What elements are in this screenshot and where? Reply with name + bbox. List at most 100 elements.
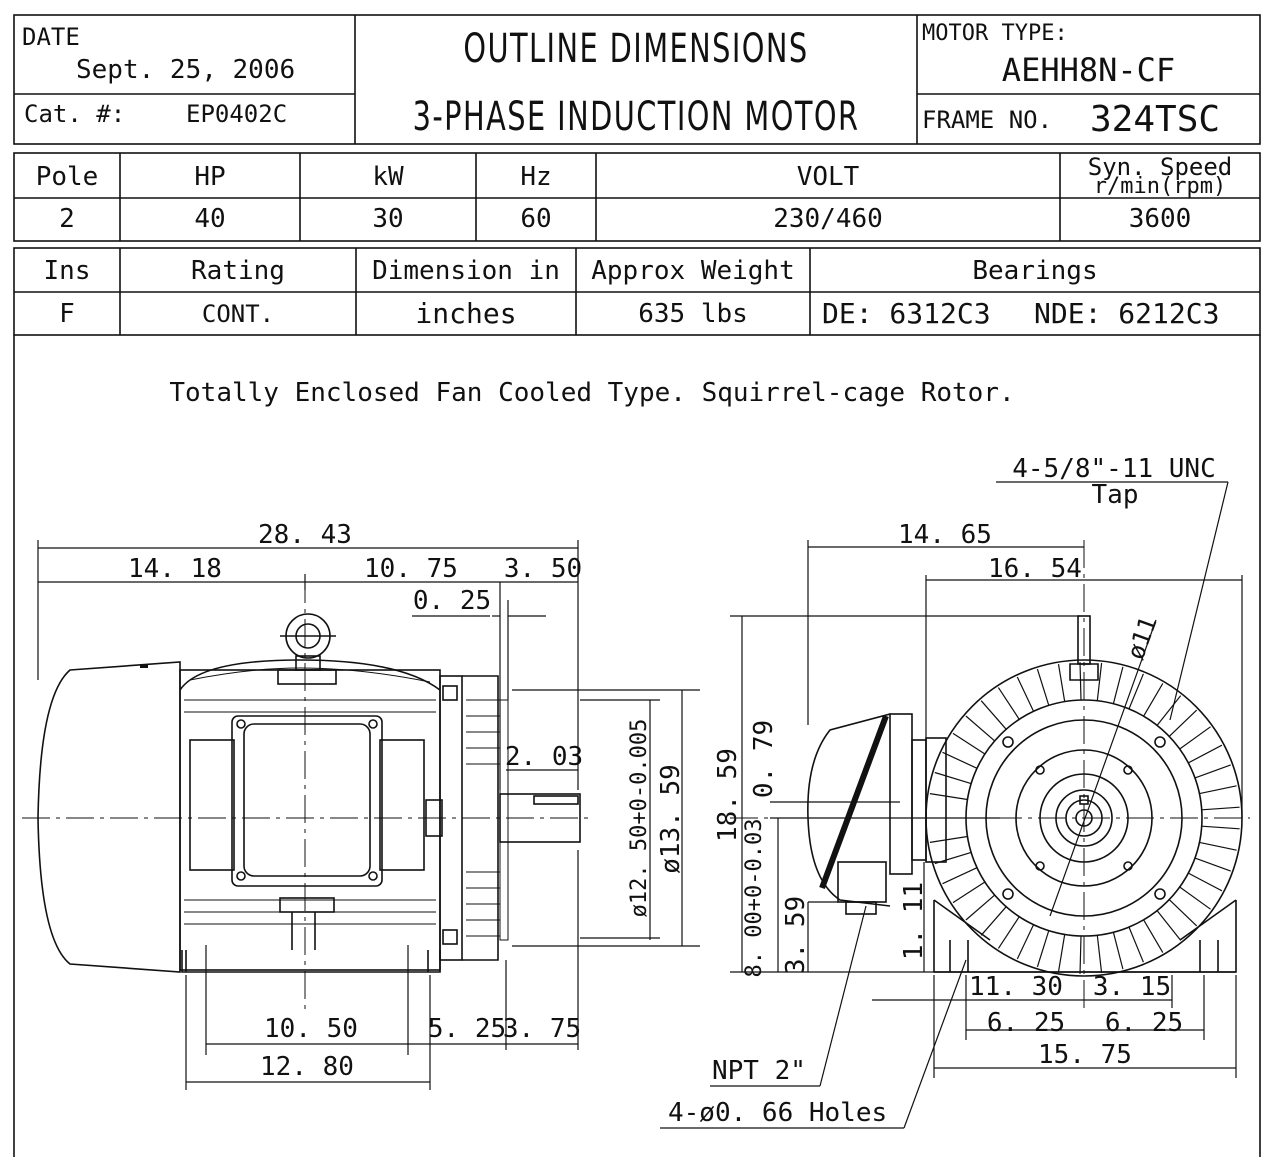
cooling-fin [1201,806,1240,811]
cooling-fin [997,687,1020,720]
dim-foot-spacing: 10. 50 [264,1014,358,1044]
col-header-bearings: Bearings [972,256,1098,286]
dim-fan-end: 14. 18 [128,554,222,584]
dim-tap-label: Tap [1091,480,1139,510]
value-pole: 2 [59,204,75,234]
cooling-fin [1188,744,1223,764]
cooling-fin [1057,934,1066,972]
dim-shaft-ext: 3. 50 [503,554,583,584]
col-header-dimension: Dimension in [372,256,560,286]
dim-flange-to-shaft: 3. 75 [502,1014,582,1044]
dim-end-width-a: 14. 65 [898,520,992,550]
col-header-pole: Pole [35,162,99,192]
cooling-fin [1036,930,1050,968]
dim-overall-length: 28. 43 [258,520,352,550]
cooling-fin [1201,825,1240,830]
bearing-de: DE: 6312C3 [822,297,991,330]
dim-npt: NPT 2" [712,1056,806,1086]
cooling-fin [1079,662,1082,701]
drawing-subtitle: 3-PHASE INDUCTION MOTOR [412,94,860,140]
dim-shaft-offset: 0. 79 [749,719,779,799]
frame-label: FRAME NO. [922,106,1053,134]
cooling-fin [1112,932,1124,970]
cat-value: EP0402C [186,100,288,128]
cooling-fin [1143,683,1164,717]
cooling-fin [965,715,996,742]
cooling-fin [1199,785,1237,795]
cooling-fin [1179,726,1211,750]
col-header-weight: Approx Weight [591,256,795,286]
cooling-fin [965,894,996,921]
value-hp: 40 [194,204,226,234]
dim-overall-height: 18. 59 [713,748,743,842]
date-value: Sept. 25, 2006 [76,55,296,85]
cooling-fin [1194,764,1231,779]
value-weight: 635 lbs [638,299,748,329]
value-dimension: inches [415,297,517,330]
cooling-fin [1188,872,1223,892]
col-header-rating: Rating [191,256,285,286]
cooling-fin [942,867,978,885]
col-header-kw: kW [372,162,404,192]
cooling-fin [1168,899,1198,927]
cooling-fin [942,751,978,769]
cooling-fin [980,906,1007,936]
col-header-syn-speed: Syn. Speed [1087,153,1233,181]
dim-body-to-flange: 10. 75 [364,554,458,584]
bearing-nde: NDE: 6212C3 [1034,297,1220,330]
dim-base-length: 12. 80 [260,1052,354,1082]
dim-tap-thread: 4-5/8"-11 UNC [1012,454,1216,484]
cooling-fin [1128,673,1144,710]
motor-description: Totally Enclosed Fan Cooled Type. Squirr… [169,378,1015,408]
cooling-fin [1057,664,1066,702]
value-hz: 60 [520,204,552,234]
frame-value: 324TSC [1090,99,1221,140]
col-header-ins: Ins [43,256,91,286]
value-ins: F [59,299,75,329]
dim-key-length: 2. 03 [504,742,584,772]
cooling-fin [1112,666,1124,704]
cooling-fin [1168,709,1198,737]
cooling-fin [1096,662,1103,701]
cooling-fin [929,835,968,843]
cooling-fin [1128,926,1144,963]
value-rating: CONT. [201,300,275,328]
cooling-fin [934,851,972,865]
motor-type-label: MOTOR TYPE: [922,21,1068,46]
value-syn-speed: 3600 [1128,204,1192,234]
dim-mount-holes: 4-ø0. 66 Holes [668,1098,888,1128]
value-kw: 30 [372,204,404,234]
cooling-fin [1199,841,1237,851]
cooling-fin [997,916,1020,949]
dim-shaft-height: 8. 00+0-0.03 [742,818,767,978]
dim-half-spacing-left: 6. 25 [986,1008,1066,1038]
dim-foot-to-flange: 5. 25 [427,1014,507,1044]
cooling-fin [980,700,1007,730]
cooling-fin [1194,857,1231,872]
value-volt: 230/460 [773,204,883,234]
cooling-fin [1156,695,1182,726]
drawing-title: OUTLINE DIMENSIONS [463,26,809,72]
cooling-fin [1096,935,1103,974]
cooling-fin [1179,886,1211,910]
col-header-rpm: r/min(rpm) [1093,174,1227,199]
col-header-volt: VOLT [796,162,860,192]
motor-type-value: AEHH8N-CF [1001,51,1176,89]
cooling-fin [1156,910,1182,941]
dim-foot-height: 3. 59 [781,895,811,975]
dim-centre-to-foot: 11. 30 [969,972,1063,1002]
date-label: DATE [22,23,80,51]
cooling-fin [1036,668,1050,706]
col-header-hp: HP [194,162,226,192]
cooling-fin [952,732,986,755]
dim-foot-offset: 3. 15 [1092,972,1172,1002]
cooling-fin [1143,919,1164,953]
cooling-fin [1016,676,1035,712]
cooling-fin [1016,924,1035,960]
dim-foot-thickness: 1. 11 [899,881,929,961]
cooling-fin [929,793,968,801]
cat-label: Cat. #: [24,100,126,128]
